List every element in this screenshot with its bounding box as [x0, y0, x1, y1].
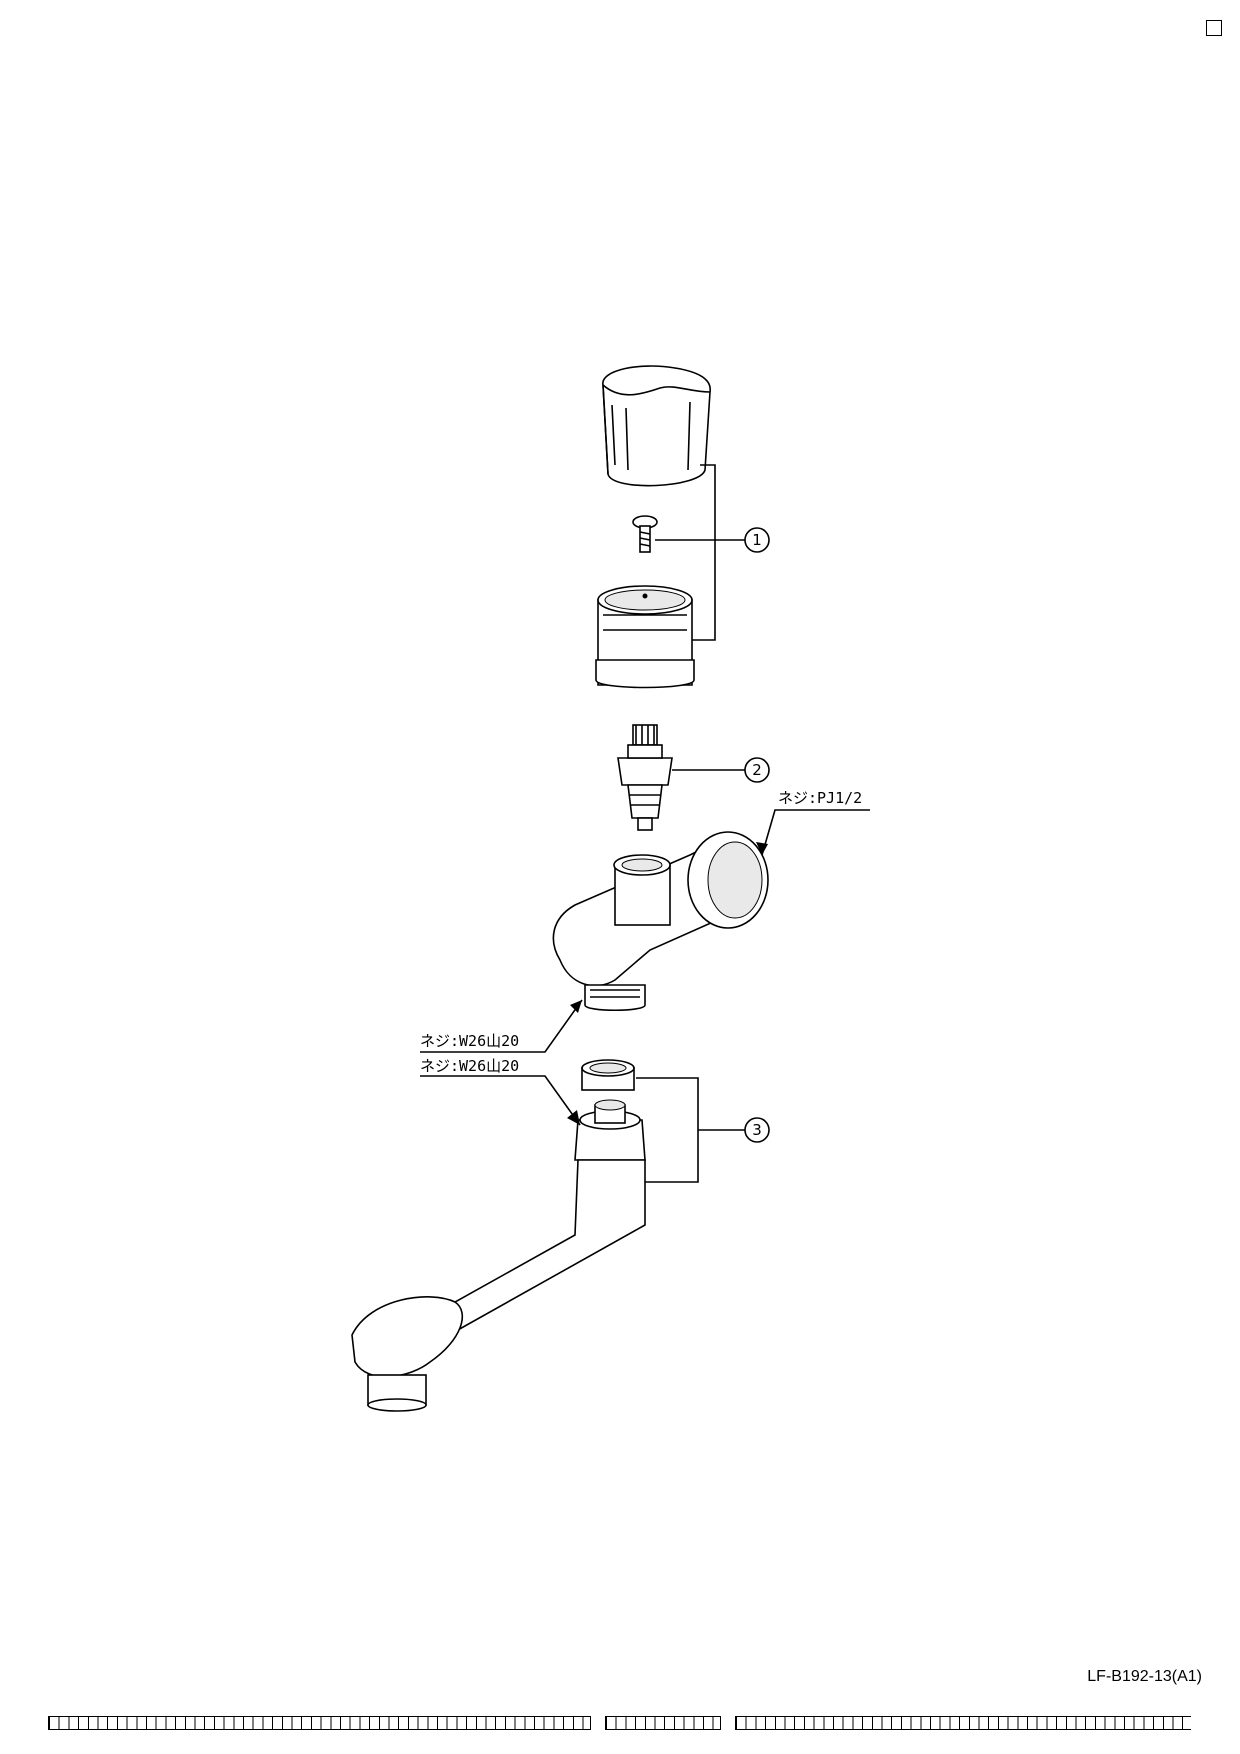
callout-number-2: 2 [752, 761, 762, 779]
thread-w26-upper-label: ネジ:W26山20 [420, 1032, 519, 1050]
callout-circle-3 [744, 1117, 770, 1143]
handle-cap [602, 365, 711, 487]
group-1-bracket [655, 464, 745, 641]
footer-placeholder-strip [48, 1715, 1191, 1731]
handle-screw [632, 515, 658, 553]
page-corner-box [1206, 20, 1222, 36]
footer-segment-right [735, 1715, 1191, 1730]
callout-circle-2 [744, 757, 770, 783]
callout-number-1: 1 [752, 531, 762, 549]
thread-w26-upper-leader [420, 999, 583, 1053]
faucet-spout [351, 1159, 646, 1412]
thread-w26-lower-leader [420, 1075, 581, 1126]
handle-adapter [595, 585, 695, 689]
thread-pj-leader [761, 809, 870, 856]
callout-circle-1 [744, 527, 770, 553]
spout-gasket [581, 1059, 635, 1091]
group-3-bracket [636, 1077, 745, 1183]
model-code: LF-B192-13(A1) [1087, 1668, 1202, 1685]
thread-pj-label: ネジ:PJ1/2 [778, 789, 862, 807]
spout-nut [574, 1099, 646, 1161]
footer-segment-middle [605, 1715, 722, 1730]
valve-cartridge [617, 724, 673, 831]
callout-number-3: 3 [752, 1121, 762, 1139]
faucet-body [552, 831, 769, 1011]
footer-segment-left [48, 1715, 592, 1730]
thread-w26-lower-label: ネジ:W26山20 [420, 1057, 519, 1075]
